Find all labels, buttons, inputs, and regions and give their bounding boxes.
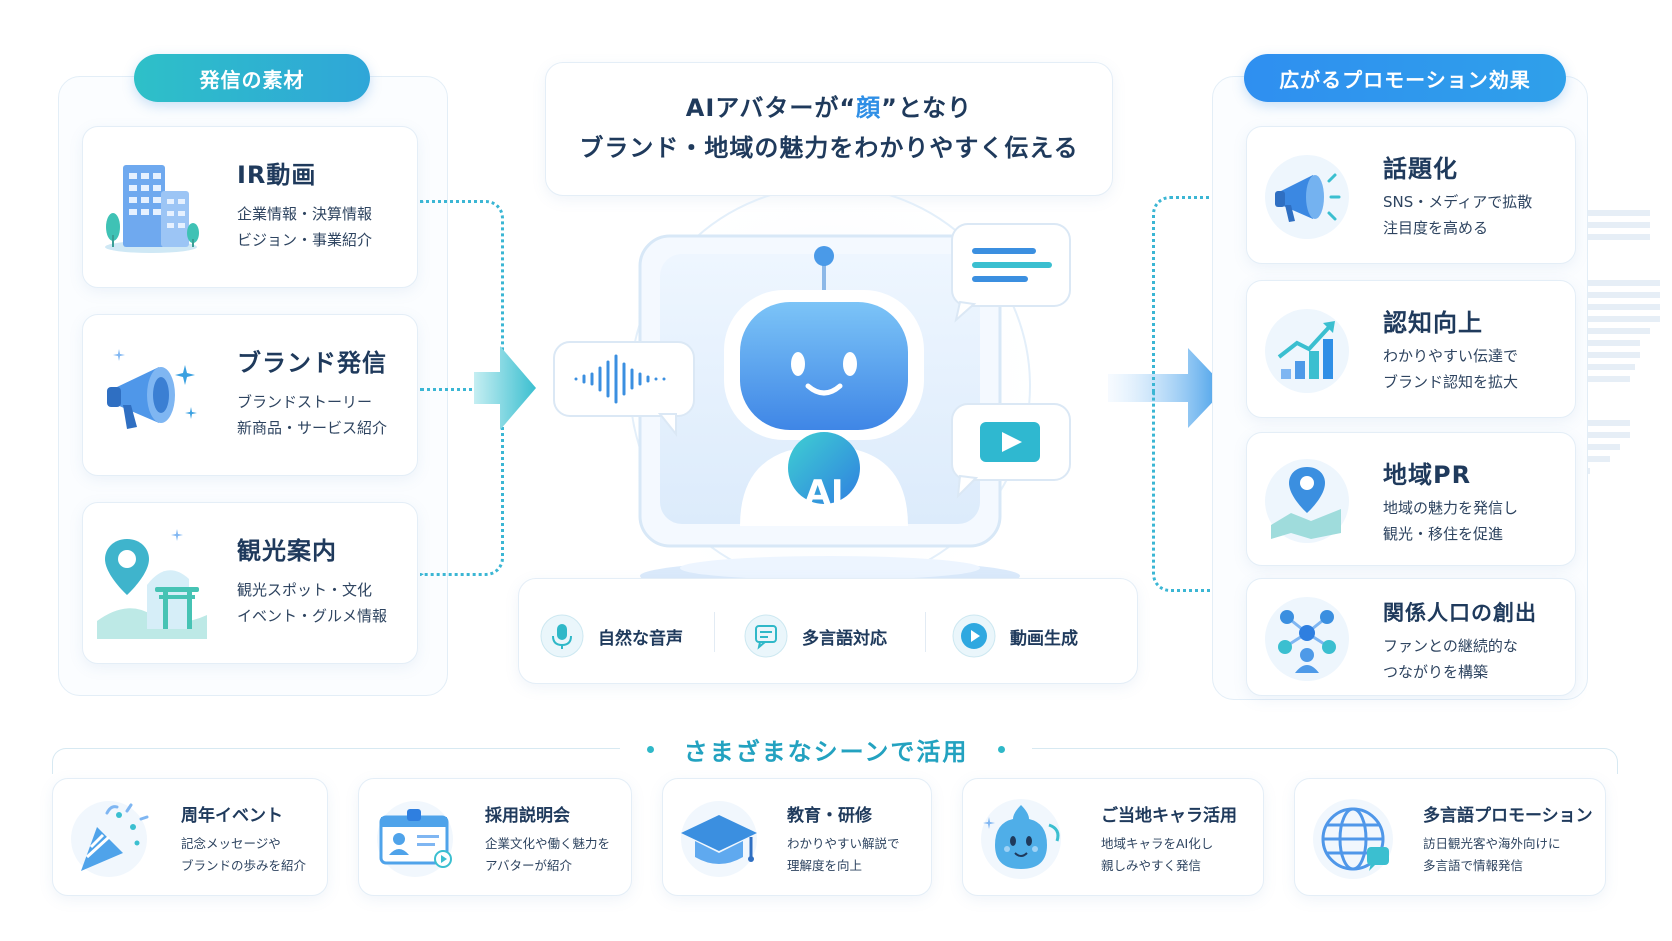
scene-mascot-title: ご当地キャラ活用 <box>1101 806 1237 826</box>
chat-translate-icon <box>744 614 788 658</box>
buzz-line-1: SNS・メディアで拡散 <box>1383 193 1533 211</box>
microphone-icon <box>540 614 584 658</box>
scene-multilingual-line-2: 多言語で情報発信 <box>1423 858 1524 873</box>
regional-pr-line-2: 観光・移住を促進 <box>1383 525 1504 543</box>
headline-box <box>545 62 1113 196</box>
torii-map-pin-icon <box>97 529 207 639</box>
scenes-header-wrap: さまざまなシーンで活用 <box>620 732 1032 766</box>
mascot-icon <box>981 799 1061 879</box>
feature-divider-2 <box>925 612 926 652</box>
regional-pr-line-1: 地域の魅力を発信し <box>1383 499 1519 517</box>
feature-video-generation[interactable]: 動画生成 <box>952 614 1078 658</box>
connector-right-top <box>1152 196 1232 392</box>
ir-video-card[interactable]: IR動画 企業情報・決算情報 ビジョン・事業紹介 <box>82 126 418 288</box>
promotion-effects-header: 広がるプロモーション効果 <box>1244 54 1566 102</box>
tourism-guide-line-2: イベント・グルメ情報 <box>237 607 388 625</box>
connector-left-top <box>420 200 504 390</box>
brand-messaging-title: ブランド発信 <box>237 349 387 377</box>
buzz-title: 話題化 <box>1383 155 1458 183</box>
buzz-card[interactable]: 話題化 SNS・メディアで拡散 注目度を高める <box>1246 126 1576 264</box>
megaphone-icon <box>107 349 197 429</box>
awareness-line-1: わかりやすい伝達で <box>1383 347 1519 365</box>
related-population-line-1: ファンとの継続的な <box>1383 637 1518 655</box>
megaphone-icon <box>1265 155 1349 239</box>
scenes-header: さまざまなシーンで活用 <box>683 737 969 766</box>
scene-education-title: 教育・研修 <box>787 806 872 826</box>
awareness-card[interactable]: 認知向上 わかりやすい伝達で ブランド認知を拡大 <box>1246 280 1576 418</box>
scene-mascot-line-2: 親しみやすく発信 <box>1101 858 1202 873</box>
scene-education-line-2: 理解度を向上 <box>787 858 863 873</box>
headline-post: ”となり <box>881 94 973 122</box>
brand-messaging-line-1: ブランドストーリー <box>237 393 373 411</box>
play-icon <box>952 614 996 658</box>
brand-messaging-line-2: 新商品・サービス紹介 <box>237 419 388 437</box>
scene-anniversary-card[interactable]: 周年イベント 記念メッセージや ブランドの歩みを紹介 <box>52 778 328 896</box>
ai-avatar-illustration <box>553 196 1071 596</box>
brand-messaging-card[interactable]: ブランド発信 ブランドストーリー 新商品・サービス紹介 <box>82 314 418 476</box>
arrow-right-icon <box>474 346 536 430</box>
avatar-ai-badge-label: AI <box>804 473 844 513</box>
scene-multilingual-title: 多言語プロモーション <box>1423 806 1593 826</box>
feature-natural-voice-label: 自然な音声 <box>598 628 683 649</box>
awareness-title: 認知向上 <box>1383 309 1483 337</box>
tourism-guide-title: 観光案内 <box>237 537 337 565</box>
bullet-dot-icon <box>998 745 1006 753</box>
awareness-line-2: ブランド認知を拡大 <box>1383 373 1519 391</box>
office-building-icon <box>105 165 199 253</box>
scene-mascot-line-1: 地域キャラをAI化し <box>1101 836 1214 851</box>
id-card-icon <box>377 801 453 877</box>
map-pin-icon <box>1265 459 1349 543</box>
headline-emphasis: 顔 <box>856 94 882 122</box>
bullet-dot-icon <box>646 745 654 753</box>
scene-recruitment-card[interactable]: 採用説明会 企業文化や働く魅力を アバターが紹介 <box>358 778 632 896</box>
graduation-cap-icon <box>681 801 757 877</box>
tourism-guide-card[interactable]: 観光案内 観光スポット・文化 イベント・グルメ情報 <box>82 502 418 664</box>
scene-multilingual-card[interactable]: 多言語プロモーション 訪日観光客や海外向けに 多言語で情報発信 <box>1294 778 1606 896</box>
feature-multilingual-label: 多言語対応 <box>802 628 887 649</box>
globe-icon <box>1313 799 1393 879</box>
feature-multilingual[interactable]: 多言語対応 <box>744 614 887 658</box>
headline-line-2: ブランド・地域の魅力をわかりやすく伝える <box>579 134 1079 162</box>
scene-education-line-1: わかりやすい解説で <box>787 836 900 851</box>
ir-video-line-2: ビジョン・事業紹介 <box>237 231 373 249</box>
ir-video-line-1: 企業情報・決算情報 <box>237 205 373 223</box>
features-bar <box>518 578 1138 684</box>
scene-recruitment-line-2: アバターが紹介 <box>485 858 573 873</box>
scene-anniversary-line-1: 記念メッセージや <box>181 836 281 851</box>
related-population-line-2: つながりを構築 <box>1383 663 1489 681</box>
feature-natural-voice[interactable]: 自然な音声 <box>540 614 683 658</box>
scene-anniversary-line-2: ブランドの歩みを紹介 <box>181 858 307 873</box>
party-popper-icon <box>71 801 149 877</box>
source-materials-header: 発信の素材 <box>134 54 370 102</box>
scene-mascot-card[interactable]: ご当地キャラ活用 地域キャラをAI化し 親しみやすく発信 <box>962 778 1264 896</box>
scene-recruitment-title: 採用説明会 <box>485 806 570 826</box>
scene-anniversary-title: 周年イベント <box>181 806 283 826</box>
scene-multilingual-line-1: 訪日観光客や海外向けに <box>1423 836 1561 851</box>
scene-education-card[interactable]: 教育・研修 わかりやすい解説で 理解度を向上 <box>662 778 932 896</box>
regional-pr-title: 地域PR <box>1383 461 1472 489</box>
headline-pre: AIアバターが“ <box>685 94 857 122</box>
related-population-title: 関係人口の創出 <box>1383 601 1537 625</box>
scene-recruitment-line-1: 企業文化や働く魅力を <box>485 836 611 851</box>
ir-video-title: IR動画 <box>237 161 317 189</box>
headline-line-1: AIアバターが“顔”となり <box>545 88 1113 123</box>
related-population-card[interactable]: 関係人口の創出 ファンとの継続的な つながりを構築 <box>1246 578 1576 696</box>
growth-chart-icon <box>1265 309 1349 393</box>
connector-right-bottom <box>1152 392 1232 592</box>
feature-video-generation-label: 動画生成 <box>1010 628 1078 649</box>
connector-left-bottom <box>420 390 504 576</box>
feature-divider-1 <box>714 612 715 652</box>
connector-left-middle <box>420 388 492 391</box>
regional-pr-card[interactable]: 地域PR 地域の魅力を発信し 観光・移住を促進 <box>1246 432 1576 566</box>
network-people-icon <box>1265 597 1349 681</box>
tourism-guide-line-1: 観光スポット・文化 <box>237 581 373 599</box>
buzz-line-2: 注目度を高める <box>1383 219 1489 237</box>
